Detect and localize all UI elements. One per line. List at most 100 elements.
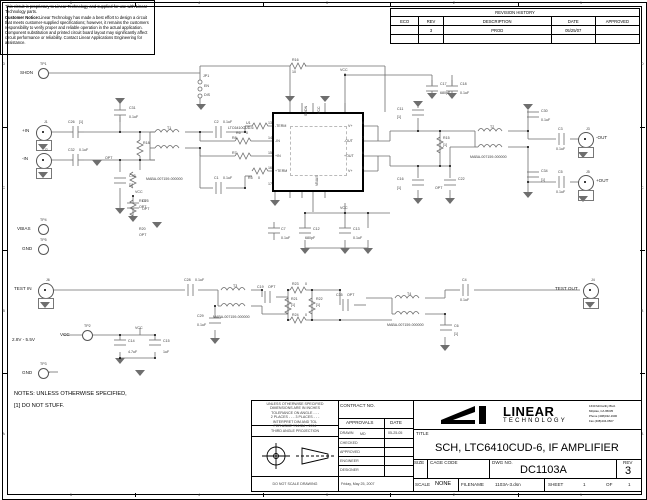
connector-j3-shield: [578, 147, 594, 158]
cap-c3-val: 0.1uF: [556, 147, 566, 151]
connector-j4[interactable]: [583, 283, 599, 299]
of-value: 1: [628, 482, 631, 487]
label-test-out: TEST OUT: [555, 286, 578, 291]
transformer-t3-part: MABA-007159-000000: [213, 315, 250, 319]
cap-c15-ref: C15: [163, 339, 170, 343]
res-r19-ref: R19: [139, 199, 146, 203]
cap-c4-val: 0.1uF: [460, 298, 470, 302]
res-r8-ref: R8: [232, 136, 237, 140]
checked-label: CHECKED: [340, 441, 358, 445]
cap-c32-val: 0.1uF: [79, 148, 89, 152]
ic-part-number: LTC6410CUD-6: [228, 126, 254, 130]
ic-pinnum-17: 17: [268, 182, 272, 186]
testpoint-tp3[interactable]: [38, 368, 49, 379]
zone-mark-side-d: D: [2, 62, 6, 66]
cap-c12-val: 680pF: [305, 236, 316, 240]
label-gnd-tp5: GND: [22, 246, 33, 251]
cage-code-label: CAGE CODE: [430, 460, 458, 465]
cap-c16-ref: C16: [397, 177, 404, 181]
cap-c6-ref: C6: [454, 324, 459, 328]
res-r20-val: OPT: [139, 233, 147, 237]
jumper-jp1-dis[interactable]: DIS: [204, 93, 210, 97]
zone-mark-top-1: 1: [580, 1, 582, 5]
cap-c32-ref: C32: [68, 148, 75, 152]
cap-c22-ref: C22: [458, 177, 465, 181]
label-gnd-tp3: GND: [22, 370, 33, 375]
rev-label: REV: [623, 460, 633, 465]
cap-c13-ref: C13: [353, 227, 360, 231]
of-label: OF: [606, 482, 613, 487]
table-row: [389, 34, 641, 44]
notes-heading: NOTES: UNLESS OTHERWISE SPECIFIED,: [14, 391, 127, 397]
testpoint-tp2[interactable]: [82, 330, 93, 341]
connector-j2-ref: J2: [44, 148, 48, 152]
res-r21-val: [1]: [291, 303, 295, 307]
notice-bold-label: Customer Notice:: [5, 15, 40, 20]
zone-mark-side-b-right: B: [641, 309, 644, 313]
res-r5-ref: R5: [248, 176, 253, 180]
connector-j3[interactable]: [578, 132, 594, 148]
rev-value: 3: [625, 465, 632, 477]
cap-c11-val: [1]: [397, 115, 401, 119]
label-plus-in: +IN: [22, 128, 30, 133]
tol-note-l2: DIMENSIONS ARE IN INCHES: [269, 406, 321, 411]
connector-j5[interactable]: [578, 175, 594, 191]
transformer-t3-ref: T3: [233, 284, 238, 288]
testpoint-tp4-ref: TP4: [40, 218, 47, 222]
connector-j6[interactable]: [38, 283, 54, 299]
zone-mark-bottom-2: 2: [453, 493, 455, 497]
cap-c35-val: OPT: [347, 293, 355, 297]
ic-pin-shdn: SHDN: [304, 105, 308, 116]
testpoint-tp5-ref: TP5: [40, 238, 47, 242]
testpoint-tp4[interactable]: [38, 224, 49, 235]
size-label: SIZE: [414, 460, 425, 465]
jumper-jp1-en[interactable]: EN: [204, 84, 209, 88]
cap-c34-ref: C34: [541, 169, 548, 173]
ic-pinnum-7: 7: [362, 136, 364, 140]
scale-value: NONE: [435, 481, 452, 487]
cap-c29-ref: C29: [197, 314, 204, 318]
label-minus-out: -OUT: [596, 135, 608, 140]
ic-pin-plus-term: +TERM: [275, 169, 288, 173]
scale-label: SCALE: [415, 482, 431, 487]
transformer-t1-ref: T1: [167, 126, 172, 130]
ic-pinnum-6: 6: [362, 151, 364, 155]
zone-mark-top-2: 2: [453, 1, 455, 5]
ic-pinnum-13: 13: [268, 121, 272, 125]
cap-c26-val: [1]: [79, 120, 83, 124]
res-r16-val: 10: [292, 70, 296, 74]
res-r18-ref: R18: [143, 141, 150, 145]
connector-j4-ref: J4: [591, 278, 595, 282]
zone-mark-side-c-right: C: [641, 186, 644, 190]
zone-mark-top-3: 3: [326, 1, 328, 5]
res-r24-val: 0: [305, 313, 307, 317]
cap-c14-ref: C14: [128, 339, 135, 343]
cap-c26-ref: C26: [68, 120, 75, 124]
res-r21-ref: R21: [291, 297, 298, 301]
transformer-t1-part: MABA-007159-000000: [146, 177, 183, 181]
zone-mark-side-a: A: [2, 432, 5, 436]
label-vcc-range: 2.8V - 5.5V: [12, 337, 35, 342]
ic-pin-vbias: VBIAS: [315, 175, 319, 186]
cap-c1-ref: C1: [214, 176, 219, 180]
cap-c19-ref: C19: [257, 285, 264, 289]
designer-label: DESIGNER: [340, 468, 359, 472]
testpoint-tp5[interactable]: [38, 244, 49, 255]
connector-j4-shield: [583, 298, 599, 309]
net-label-vcc-top: VCC: [340, 68, 348, 72]
testpoint-tp1[interactable]: [38, 68, 49, 79]
res-r20-ref: R20: [139, 227, 146, 231]
connector-j2[interactable]: [36, 153, 52, 169]
cap-c28-ref: C28: [184, 278, 191, 282]
dwg-no-label: DWG NO.: [492, 460, 513, 465]
res-r22-ref: R22: [316, 297, 323, 301]
cap-c35-ref: C35: [336, 293, 343, 297]
connector-j1[interactable]: [36, 125, 52, 141]
zone-mark-bottom-4: 4: [198, 493, 200, 497]
rev-r1-description: [442, 34, 552, 44]
cap-c30-val: 0.1uF: [541, 118, 551, 122]
res-r6-val: 0: [246, 131, 248, 135]
